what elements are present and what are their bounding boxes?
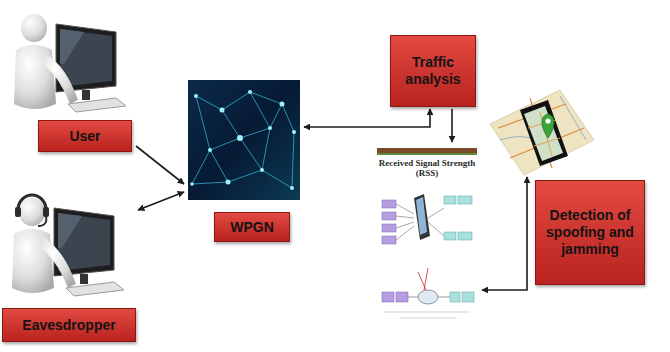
rss-figure-node: Received Signal Strength (RSS) xyxy=(374,144,480,336)
network-node: WPGN xyxy=(186,80,302,244)
traffic-node: Traffic analysis xyxy=(390,35,476,107)
rss-figure xyxy=(377,148,477,318)
eavesdropper-node: Eavesdropper xyxy=(2,184,136,346)
eavesdropper-figure xyxy=(12,195,124,296)
eavesdropper-label: Eavesdropper xyxy=(2,308,136,342)
arrow-connector xyxy=(451,109,453,142)
network-picture xyxy=(188,80,300,200)
user-figure xyxy=(14,14,126,112)
figure-title: Received Signal Strength (RSS) xyxy=(376,158,478,179)
detection-node: Detection of spoofing and jamming xyxy=(488,86,648,287)
network-label: WPGN xyxy=(214,212,290,242)
arrow-connector xyxy=(304,109,430,127)
detection-label: Detection of spoofing and jamming xyxy=(535,180,645,285)
traffic-label: Traffic analysis xyxy=(390,35,476,107)
user-node: User xyxy=(4,2,134,152)
map-phone-picture xyxy=(490,90,594,175)
arrow-connector xyxy=(138,192,184,210)
arrow-connector xyxy=(482,177,527,290)
user-label: User xyxy=(38,120,132,152)
arrow-connector xyxy=(136,146,184,184)
